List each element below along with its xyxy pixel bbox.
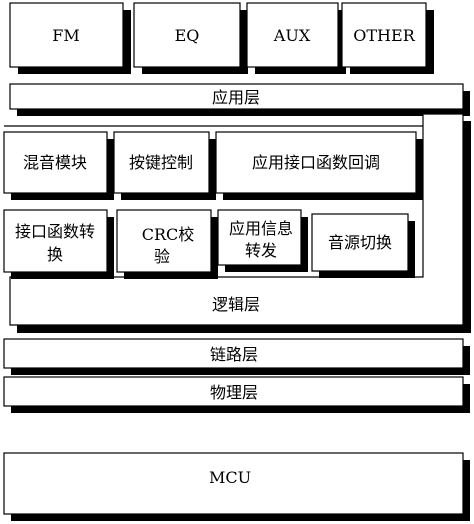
link-layer-block: 链路层 bbox=[3, 338, 470, 375]
logic-layer-block: 逻辑层 bbox=[4, 113, 471, 333]
svg-text:接口函数转: 接口函数转 bbox=[15, 222, 95, 241]
crc-check-line2: 验 bbox=[154, 247, 170, 266]
svg-text:验: 验 bbox=[154, 247, 170, 266]
interface-conversion-block: 接口函数转 换 bbox=[3, 209, 114, 279]
key-control-label: 按键控制 bbox=[129, 153, 193, 172]
app-interface-callback-block: 应用接口函数回调 bbox=[215, 131, 423, 200]
aux-label: AUX bbox=[273, 26, 311, 45]
svg-text:换: 换 bbox=[47, 245, 63, 264]
physical-layer-label: 物理层 bbox=[210, 383, 258, 402]
source-switch-block: 音源切换 bbox=[311, 213, 415, 278]
aux-block: AUX bbox=[246, 2, 346, 74]
eq-block: EQ bbox=[133, 2, 248, 74]
other-label: OTHER bbox=[353, 26, 415, 45]
svg-text:应用信息: 应用信息 bbox=[229, 219, 293, 238]
mcu-label: MCU bbox=[209, 468, 251, 487]
svg-text:转发: 转发 bbox=[245, 241, 277, 260]
app-layer-label: 应用层 bbox=[212, 88, 260, 107]
fm-label: FM bbox=[52, 26, 79, 45]
interface-conversion-line1: 接口函数转 bbox=[15, 222, 95, 241]
app-info-forward-line2: 转发 bbox=[245, 241, 277, 260]
eq-label: EQ bbox=[175, 26, 200, 45]
key-control-block: 按键控制 bbox=[113, 131, 216, 200]
crc-check-block: CRC校 验 bbox=[116, 209, 218, 279]
crc-check-line1: CRC校 bbox=[142, 225, 195, 244]
source-switch-label: 音源切换 bbox=[328, 233, 392, 252]
other-block: OTHER bbox=[341, 2, 434, 74]
svg-text:CRC校: CRC校 bbox=[142, 225, 195, 244]
interface-conversion-line2: 换 bbox=[47, 245, 63, 264]
link-layer-label: 链路层 bbox=[210, 345, 258, 364]
fm-block: FM bbox=[9, 2, 131, 74]
app-layer-block: 应用层 bbox=[9, 83, 470, 116]
app-info-forward-block: 应用信息 转发 bbox=[217, 209, 308, 272]
mixer-module-block: 混音模块 bbox=[3, 131, 114, 200]
logic-layer-label: 逻辑层 bbox=[212, 295, 260, 314]
mcu-block: MCU bbox=[3, 452, 470, 521]
mixer-module-label: 混音模块 bbox=[23, 153, 87, 172]
physical-layer-block: 物理层 bbox=[3, 376, 470, 413]
app-info-forward-line1: 应用信息 bbox=[229, 219, 293, 238]
app-interface-callback-label: 应用接口函数回调 bbox=[252, 153, 380, 172]
